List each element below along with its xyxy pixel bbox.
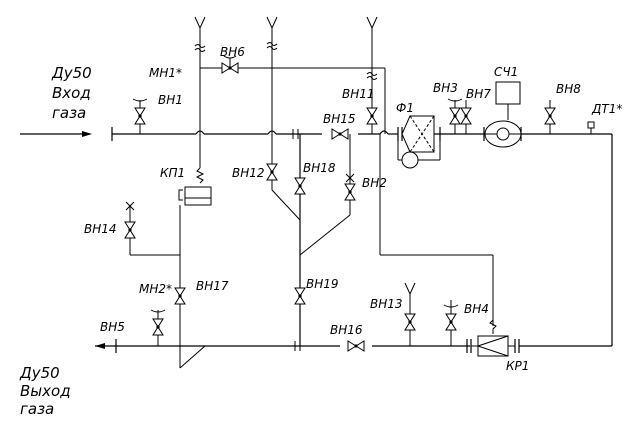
meter-sch1 (484, 81, 522, 148)
label-vn5: ВН5 (100, 320, 125, 334)
label-vn6: ВН6 (220, 45, 245, 59)
label-vn15: ВН15 (323, 112, 356, 126)
label-vn7: ВН7 (466, 87, 491, 101)
valve-vn2 (344, 173, 356, 201)
label-vn19: ВН19 (306, 277, 339, 291)
valve-vn18 (294, 177, 306, 195)
valve-vn3 (447, 98, 463, 125)
valve-vn15 (331, 128, 349, 140)
valve-vn7 (460, 107, 472, 125)
label-vn1: ВН1 (158, 93, 183, 107)
label-vn2: ВН2 (362, 176, 387, 190)
label-vn4: ВН4 (464, 302, 489, 316)
inlet-line1-label: Вход (52, 84, 91, 102)
valve-vn11 (366, 107, 378, 125)
label-vn14: ВН14 (84, 222, 117, 236)
filter-f1 (397, 115, 441, 169)
regulator-kr1 (471, 319, 515, 357)
label-vn16: ВН16 (330, 323, 363, 337)
valve-vn14 (124, 201, 136, 239)
label-vn13: ВН13 (370, 297, 403, 311)
label-mn2: МН2* (139, 282, 172, 296)
label-kp1: КП1 (160, 166, 185, 180)
outlet-line2-label: газа (20, 400, 54, 418)
label-vn17: ВН17 (196, 279, 229, 293)
outlet-dn-label: Ду50 (19, 364, 60, 382)
label-f1: Ф1 (396, 101, 414, 115)
label-vn3: ВН3 (433, 81, 458, 95)
valve-vn17 (174, 287, 186, 305)
valve-vn12 (266, 163, 278, 181)
label-kr1: КР1 (506, 359, 529, 373)
inlet-dn-label: Ду50 (51, 64, 92, 82)
valve-vn5 (150, 309, 166, 346)
valve-vn8 (544, 100, 556, 125)
label-sch1: СЧ1 (494, 65, 518, 79)
valve-vn13 (404, 313, 416, 331)
label-vn12: ВН12 (232, 166, 265, 180)
valve-vn1 (132, 98, 148, 134)
inlet-pipeline (20, 127, 613, 346)
label-vn18: ВН18 (303, 161, 336, 175)
label-mn1: МН1* (149, 66, 182, 80)
inlet-line2-label: газа (52, 104, 86, 122)
valve-vn4 (443, 304, 459, 331)
label-vn8: ВН8 (556, 82, 581, 96)
valve-kp1 (178, 167, 212, 206)
valve-vn19 (294, 287, 306, 305)
outlet-line1-label: Выход (20, 382, 71, 400)
label-vn11: ВН11 (342, 87, 375, 101)
valve-vn16 (347, 340, 365, 352)
valve-vn6 (221, 55, 239, 74)
label-dt1: ДТ1* (591, 102, 622, 116)
